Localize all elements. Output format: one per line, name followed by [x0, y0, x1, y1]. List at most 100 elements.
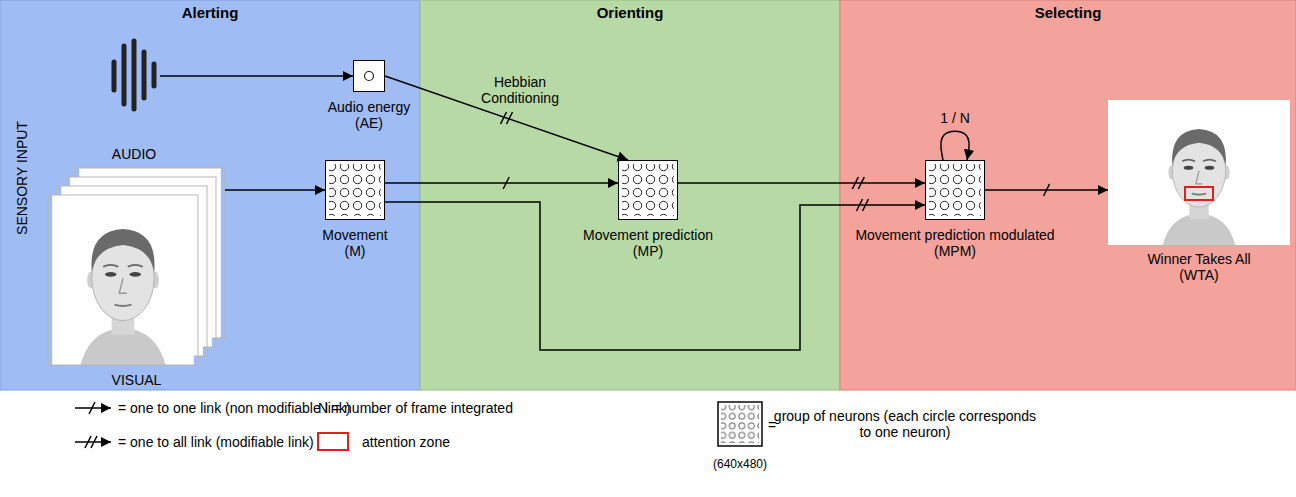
audio-energy-neuron: Audio energy (AE) — [353, 60, 385, 92]
neuron-dots — [329, 164, 381, 216]
band-grounds — [0, 0, 1296, 390]
link-arrow — [678, 182, 925, 184]
legend-text: group of neurons (each circle correspond… — [770, 408, 1040, 440]
neuron-dot — [365, 72, 374, 81]
label-holder: Movement prediction modulated (MPM) — [845, 227, 1065, 260]
link-marks — [501, 112, 1050, 211]
connectors — [160, 76, 1108, 350]
legend-entry: attention zone — [362, 433, 450, 451]
label-holder: Audio energy (AE) — [319, 99, 419, 132]
wave-bar — [122, 46, 127, 104]
link-slash — [503, 177, 509, 189]
neuron-grid — [325, 160, 385, 220]
link-slash — [1044, 184, 1050, 196]
label-holder: Orienting — [420, 4, 840, 22]
stage-band: SelectingMovement prediction modulated (… — [840, 0, 1296, 390]
winner-face-image — [1108, 100, 1290, 245]
link-arrow — [385, 202, 925, 350]
visual-input: VISUAL — [48, 168, 225, 365]
legend-entry: = one to one link (non modifiable link) — [118, 399, 350, 417]
node-label: AUDIO — [112, 146, 156, 162]
attention-output: Winner Takes All (WTA) — [1108, 100, 1290, 245]
label-holder: Selecting — [840, 4, 1296, 22]
double-slash — [91, 436, 97, 448]
label-holder: (640x480) — [713, 454, 767, 472]
double-slash — [85, 436, 91, 448]
neuron-group: Movement prediction (MP) — [618, 160, 678, 220]
neuron-dots — [929, 164, 981, 216]
wave-bar — [142, 52, 147, 98]
label-holder: Hebbian Conditioning — [475, 74, 565, 107]
wave-bar — [112, 62, 117, 90]
grid-ground — [618, 160, 678, 220]
link-slash — [858, 177, 864, 189]
link-arrow — [385, 182, 618, 184]
grid-ground — [925, 160, 985, 220]
cell-ground — [353, 60, 385, 92]
audio-wave-icon — [114, 41, 154, 109]
link-arrow — [941, 131, 970, 160]
label-holder: AUDIO — [94, 145, 174, 163]
link-slash — [501, 112, 507, 124]
single-slash — [89, 402, 95, 414]
node-label: VISUAL — [112, 372, 162, 388]
link-slash — [507, 112, 513, 124]
legend-text: attention zone — [362, 434, 450, 450]
neuron-dots — [622, 164, 674, 216]
neuron-group: Movement (M) — [325, 160, 385, 220]
alerting-ground — [0, 0, 420, 390]
node-label: Movement prediction modulated (MPM) — [845, 227, 1065, 259]
selecting-ground — [840, 0, 1296, 390]
stage-band: OrientingMovement prediction (MP) — [420, 0, 840, 390]
frame-edge — [48, 195, 198, 365]
orienting-ground — [420, 0, 840, 390]
stage-band: AlertingAUDIO Audio energy (AE) VISUAL Move… — [0, 0, 420, 390]
link-slash — [852, 177, 858, 189]
legend-text: = one to one link (non modifiable link) — [118, 400, 350, 416]
band-heading: Alerting — [182, 4, 239, 21]
legend-entry: = one to all link (modifiable link) — [118, 433, 314, 451]
node-label: Audio energy (AE) — [319, 99, 419, 131]
neuron-grid — [618, 160, 678, 220]
neuron-dots — [721, 405, 759, 443]
node-label: Movement (M) — [313, 227, 397, 259]
neuron-grid — [925, 160, 985, 220]
audio-input: AUDIO — [108, 38, 160, 112]
grid-ground — [325, 160, 385, 220]
label-holder: VISUAL — [97, 371, 177, 389]
legend-neuron-grid — [718, 402, 762, 446]
wave-bar — [132, 41, 137, 109]
label-holder: Movement (M) — [313, 227, 397, 260]
legend-text: = one to all link (modifiable link) — [118, 434, 314, 450]
image-ground — [1108, 100, 1290, 245]
dimension-label: (640x480) — [713, 458, 767, 472]
wave-bar — [152, 64, 157, 86]
face-frame — [52, 195, 194, 365]
face-frame — [1139, 100, 1260, 245]
node-label: Movement prediction (MP) — [573, 227, 723, 259]
link-slash — [863, 199, 869, 211]
attention-zone-box — [1185, 187, 1213, 200]
label-holder: Movement prediction (MP) — [573, 227, 723, 260]
neuron-group: Movement prediction modulated (MPM) — [925, 160, 985, 220]
attention-zone-sample — [318, 433, 348, 450]
label-holder: SENSORY INPUT — [13, 121, 31, 235]
link-arrow — [225, 189, 325, 191]
band-heading: Orienting — [597, 4, 664, 21]
legend-entry: group of neurons (each circle correspond… — [770, 408, 1040, 441]
link-arrow — [160, 75, 353, 77]
link-slash — [857, 199, 863, 211]
edge-label: Hebbian Conditioning — [475, 74, 565, 106]
label-holder: Alerting — [0, 4, 420, 22]
edge-label: 1 / N — [938, 110, 972, 126]
node-label: Winner Takes All (WTA) — [1134, 251, 1264, 283]
grid-outline — [718, 402, 762, 446]
axis-label: SENSORY INPUT — [14, 121, 30, 235]
band-heading: Selecting — [1035, 4, 1102, 21]
label-holder: 1 / N — [938, 109, 972, 127]
label-holder: Winner Takes All (WTA) — [1134, 251, 1264, 284]
audio-energy-cell — [353, 60, 385, 92]
face-frame-stack — [48, 168, 225, 365]
